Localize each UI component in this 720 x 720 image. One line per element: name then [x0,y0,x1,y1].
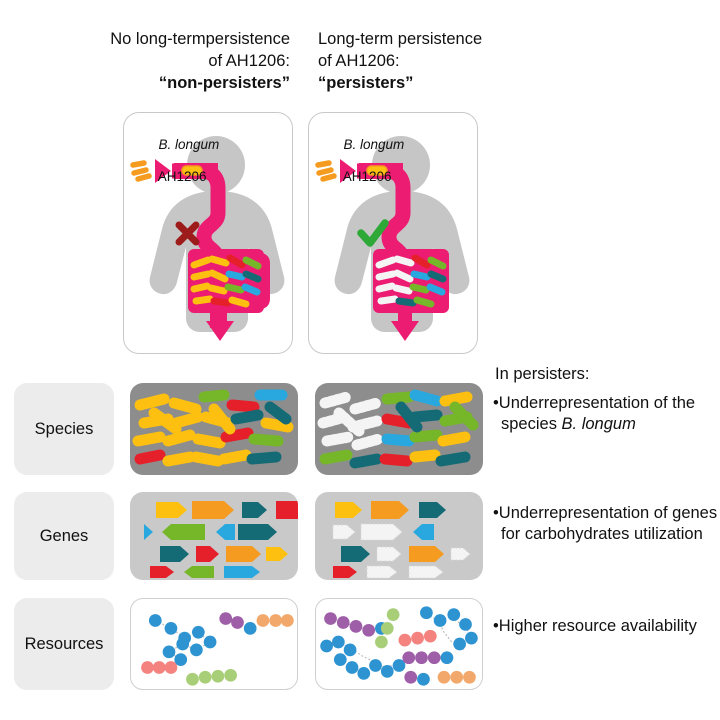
row-resources: Resources [0,598,720,690]
body-panel-persisters: B. longum AH1206 [308,112,478,354]
strain-genus-left: B. longum [158,137,220,152]
header-right-line1: Long-term persistence [318,30,483,48]
note-genes: •Underrepresentation of genes for carboh… [493,503,719,545]
note-genes-text: Underrepresentation of genes for carbohy… [498,504,718,543]
bacteria-capsules-icon [132,389,294,467]
strain-genus-right: B. longum [343,137,405,152]
resources-panel-non-persisters [130,598,298,690]
header-right-line3: “persisters” [318,74,414,92]
probiotic-dose-left [130,159,171,183]
probiotic-bacteria-icon [130,160,152,182]
ah1206-capsule-right [366,165,388,176]
gene-arrows-depleted-icon [332,501,471,579]
sugar-chains-icon [141,612,294,686]
column-header-persisters: Long-term persistence of AH1206: “persis… [318,28,548,94]
note-resources: •Higher resource availability [493,616,719,637]
genes-panel-persisters [315,492,483,580]
species-panel-persisters [315,383,483,475]
dose-arrow-icon [155,159,171,183]
gene-arrows-icon [144,501,298,578]
note-resources-text: Higher resource availability [498,617,697,635]
probiotic-bacteria-icon [315,160,337,182]
genes-panel-non-persisters [130,492,298,580]
note-species-text: Underrepresentation of the species [498,394,696,433]
row-label-genes: Genes [14,492,114,580]
dose-arrow-icon [340,159,356,183]
row-genes: Genes [0,492,720,580]
sugar-chains-abundant-icon [320,606,478,686]
excretion-arrow [206,309,234,341]
note-species: •Underrepresentation of the species B. l… [493,393,719,435]
row-species: Species [0,383,720,475]
bacteria-capsules-depleted-icon [317,389,479,469]
header-right-line2: of AH1206: [318,52,400,70]
human-gut-diagram-left [130,136,285,341]
strain-id-left: AH1206 [157,169,207,184]
header-left-line2: of AH1206: [208,52,290,70]
bullet-resources: • [493,617,499,635]
note-species-italic: B. longum [561,415,636,433]
strain-id-right: AH1206 [342,169,392,184]
strain-label-left: B. longum AH1206 [136,121,220,201]
strain-label-right: B. longum AH1206 [321,121,405,201]
bullet-genes: • [493,504,499,522]
ah1206-capsule-left [181,165,203,176]
human-gut-diagram-right [315,136,470,341]
green-check-icon [357,219,389,247]
row-label-resources: Resources [14,598,114,690]
notes-heading: In persisters: [495,365,590,383]
bullet-species: • [493,394,499,412]
probiotic-dose-right [315,159,356,183]
gut-microbiota-left [190,254,262,308]
resources-panel-persisters [315,598,483,690]
species-panel-non-persisters [130,383,298,475]
body-panel-non-persisters: B. longum AH1206 [123,112,293,354]
header-left-line1: No long-termpersistence [110,30,290,48]
column-header-non-persisters: No long-termpersistence of AH1206: “non-… [60,28,290,94]
red-x-icon [175,221,200,246]
excretion-arrow [391,309,419,341]
header-left-line3: “non-persisters” [158,74,290,92]
gut-microbiota-right [375,254,447,308]
row-label-species: Species [14,383,114,475]
